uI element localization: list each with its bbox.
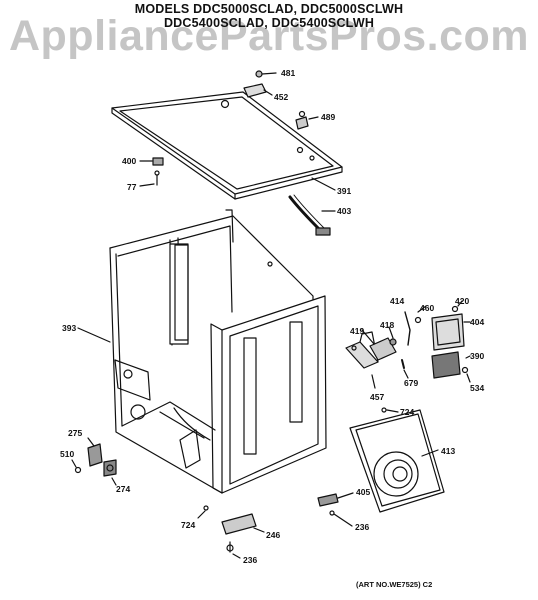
- part-label-420: 420: [455, 296, 470, 306]
- part-label-724: 724: [181, 520, 196, 530]
- part-label-452: 452: [274, 92, 289, 102]
- part-label-414: 414: [390, 296, 405, 306]
- part-label-679: 679: [404, 378, 419, 388]
- screw-724a: [381, 407, 399, 413]
- terminal-418: [388, 326, 397, 346]
- part-label-400: 400: [122, 156, 137, 166]
- part-label-510: 510: [60, 449, 75, 459]
- part-label-413: 413: [441, 446, 456, 456]
- hinge-part-452: [243, 70, 277, 98]
- wire-harness-403: [288, 177, 336, 236]
- part-label-274: 274: [116, 484, 131, 494]
- top-panel: [111, 91, 343, 200]
- watermark: AppliancePartsPros.com: [8, 12, 529, 60]
- bracket-390: [431, 351, 471, 383]
- catch-405: [317, 492, 354, 527]
- models-title-line-2: DDC5400SCLAD, DDC5400SCLWH: [163, 16, 375, 30]
- part-label-418: 418: [380, 320, 395, 330]
- part-label-236: 236: [243, 555, 258, 565]
- part-label-481: 481: [281, 68, 296, 78]
- clip-400: [139, 157, 164, 187]
- part-label-246: 246: [266, 530, 281, 540]
- part-label-419: 419: [350, 326, 365, 336]
- terminal-block-275: [87, 437, 103, 467]
- part-label-404: 404: [470, 317, 485, 327]
- art-number: (ART NO.WE7525) C2: [356, 580, 433, 589]
- part-label-236: 236: [355, 522, 370, 532]
- part-label-403: 403: [337, 206, 352, 216]
- cabinet: [77, 209, 327, 494]
- switch-419: [361, 329, 397, 361]
- part-label-393: 393: [62, 323, 77, 333]
- bracket-404: [431, 300, 471, 351]
- part-label-724: 724: [400, 407, 415, 417]
- part-label-460: 460: [420, 303, 435, 313]
- part-label-390: 390: [470, 351, 485, 361]
- leg-bracket-246: [221, 513, 265, 559]
- part-label-391: 391: [337, 186, 352, 196]
- part-label-275: 275: [68, 428, 83, 438]
- front-panel-413: [349, 409, 445, 513]
- wire-414-460: [401, 305, 427, 379]
- screw-724b: [197, 505, 209, 519]
- control-bracket-457: [345, 331, 379, 389]
- part-label-405: 405: [356, 487, 371, 497]
- strain-relief-274: [103, 459, 117, 486]
- hinge-pin-489: [295, 110, 319, 130]
- part-label-457: 457: [370, 392, 385, 402]
- part-label-489: 489: [321, 112, 336, 122]
- models-title-line-1: MODELS DDC5000SCLAD, DDC5000SCLWH: [134, 2, 404, 16]
- part-label-77: 77: [127, 182, 137, 192]
- screw-510: [71, 459, 82, 474]
- part-label-534: 534: [470, 383, 485, 393]
